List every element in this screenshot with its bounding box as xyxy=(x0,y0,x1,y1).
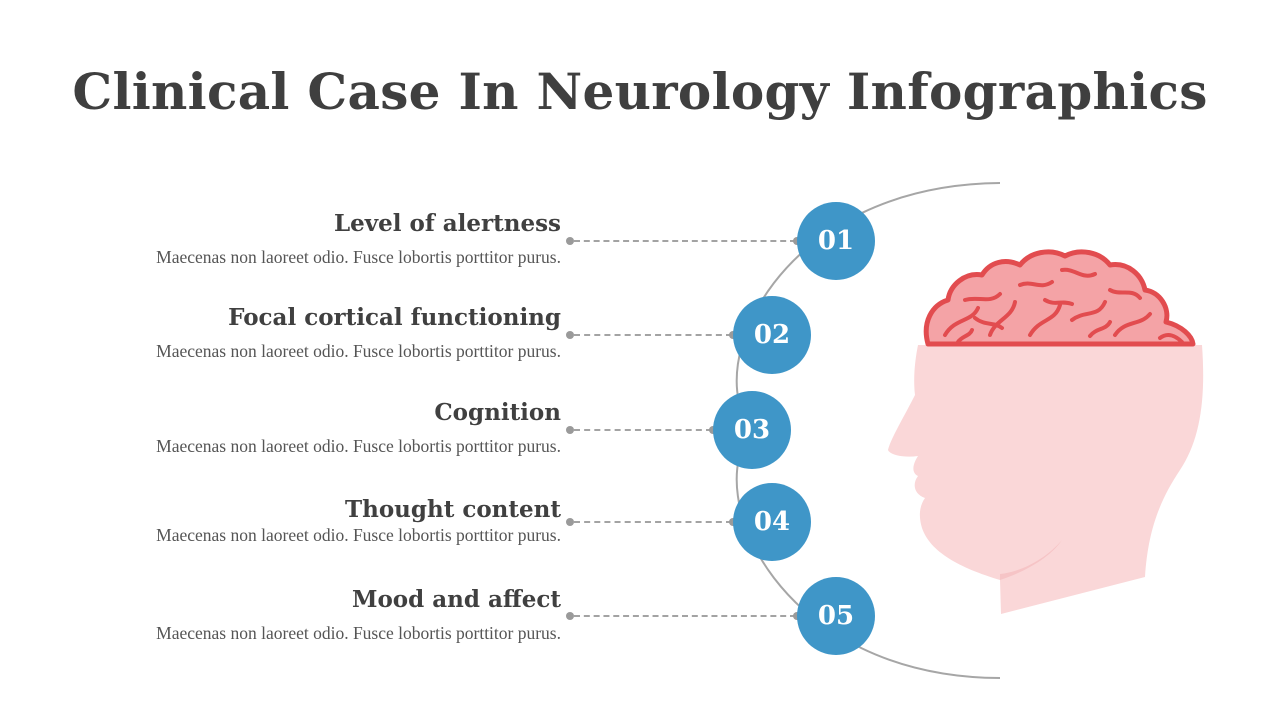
item-03-start-dot xyxy=(566,426,574,434)
item-04-connector xyxy=(574,521,732,523)
item-04-start-dot xyxy=(566,518,574,526)
item-04-heading: Thought content xyxy=(344,496,561,523)
item-01-description: Maecenas non laoreet odio. Fusce loborti… xyxy=(156,247,561,267)
page-title: Clinical Case In Neurology Infographics xyxy=(72,62,1208,121)
item-01-connector xyxy=(574,240,796,242)
item-02-connector xyxy=(574,334,732,336)
item-03-connector xyxy=(574,429,712,431)
item-04-number-badge: 04 xyxy=(733,483,811,561)
item-05-connector xyxy=(574,615,796,617)
item-03-description: Maecenas non laoreet odio. Fusce loborti… xyxy=(156,436,561,456)
jaw-shade xyxy=(1000,540,1062,580)
item-04-description: Maecenas non laoreet odio. Fusce loborti… xyxy=(156,525,561,545)
item-01-heading: Level of alertness xyxy=(333,210,561,237)
item-02-heading: Focal cortical functioning xyxy=(228,304,561,331)
item-03-heading: Cognition xyxy=(434,399,561,426)
item-05-start-dot xyxy=(566,612,574,620)
item-01-number-badge: 01 xyxy=(797,202,875,280)
item-02-description: Maecenas non laoreet odio. Fusce loborti… xyxy=(156,341,561,361)
item-02-number-badge: 02 xyxy=(733,296,811,374)
item-02-start-dot xyxy=(566,331,574,339)
item-05-description: Maecenas non laoreet odio. Fusce loborti… xyxy=(156,623,561,643)
brain-icon xyxy=(923,249,1196,347)
item-05-number-badge: 05 xyxy=(797,577,875,655)
item-05-heading: Mood and affect xyxy=(352,586,561,613)
item-03-number-badge: 03 xyxy=(713,391,791,469)
item-01-start-dot xyxy=(566,237,574,245)
head-silhouette-icon xyxy=(888,345,1204,614)
